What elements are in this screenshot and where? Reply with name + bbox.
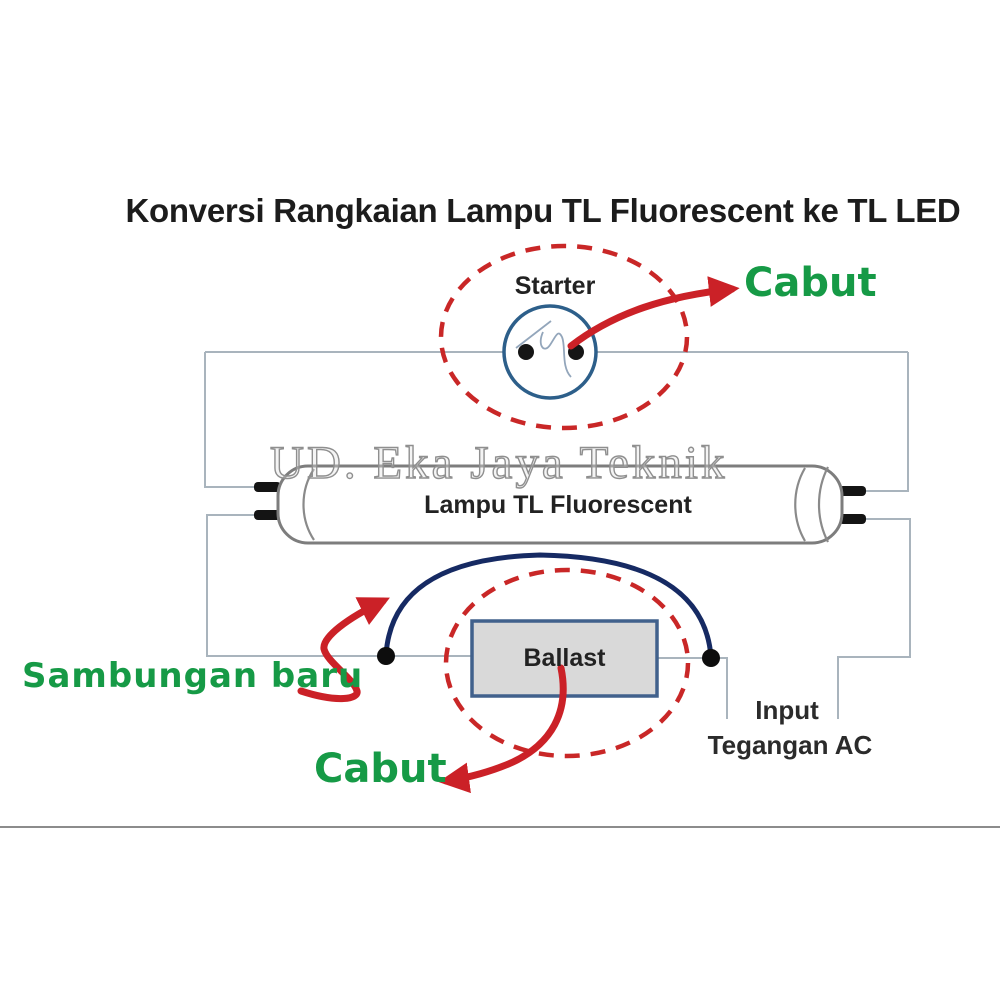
starter-component bbox=[502, 304, 598, 400]
tube-cap-line-right-outer bbox=[818, 466, 829, 543]
wire-top-left bbox=[204, 352, 258, 488]
starter-circle bbox=[502, 304, 598, 400]
wire-ballast-to-ac-terminal bbox=[657, 657, 728, 719]
new-connection-arrow bbox=[297, 597, 390, 703]
tube-pin-right-bottom bbox=[839, 514, 866, 524]
tube-cap-line-left bbox=[302, 468, 315, 541]
lamp-label: Lampu TL Fluorescent bbox=[424, 491, 692, 519]
ballast-removal-ellipse bbox=[443, 567, 691, 759]
wire-bottom-right-to-ac-terminal bbox=[837, 518, 911, 719]
watermark: UD. Eka Jaya Teknik bbox=[269, 436, 728, 489]
ballast-label: Ballast bbox=[523, 644, 606, 672]
remove-starter-arrow bbox=[567, 276, 740, 350]
starter-label: Starter bbox=[514, 272, 596, 300]
starter-switch-squiggle bbox=[515, 320, 572, 378]
remove-ballast-arrow bbox=[438, 664, 567, 794]
ac-input-label-line1: Input bbox=[755, 695, 819, 725]
tube-pin-right-top bbox=[839, 486, 866, 496]
ac-input-label-line2: Tegangan AC bbox=[707, 730, 873, 760]
new-connection-label: Sambungan baru bbox=[22, 656, 364, 696]
fluorescent-tube bbox=[254, 464, 866, 545]
remove-starter-label: Cabut bbox=[744, 260, 877, 306]
tube-body bbox=[276, 464, 844, 545]
tube-cap-line-right-inner bbox=[794, 467, 806, 542]
tube-pin-left-bottom bbox=[254, 510, 281, 520]
tube-pin-left-top bbox=[254, 482, 281, 492]
new-connection-wire bbox=[377, 552, 720, 667]
wire-bottom-left bbox=[206, 514, 472, 657]
starter-terminal-left bbox=[518, 344, 534, 360]
new-connection-node-right bbox=[702, 649, 720, 667]
remove-ballast-label: Cabut bbox=[314, 746, 447, 792]
diagram-title: Konversi Rangkaian Lampu TL Fluorescent … bbox=[125, 192, 961, 229]
new-connection-arc bbox=[383, 552, 714, 658]
new-connection-node-left bbox=[377, 647, 395, 665]
starter-removal-ellipse bbox=[438, 243, 690, 431]
wire-top-right bbox=[860, 352, 909, 492]
